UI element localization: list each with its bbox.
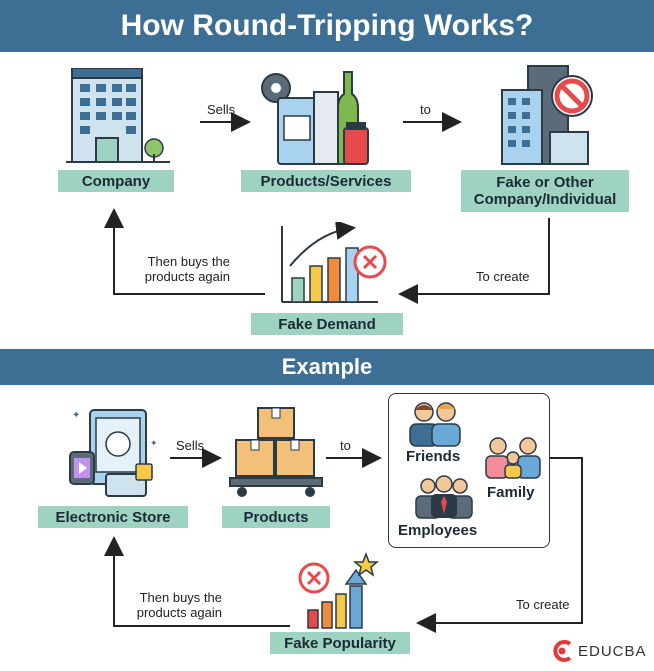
electronic-store-label: Electronic Store xyxy=(38,506,188,528)
sells-text: Sells xyxy=(207,102,236,117)
to-text-2: to xyxy=(340,438,351,453)
products-services-label: Products/Services xyxy=(241,170,411,192)
company-label: Company xyxy=(58,170,174,192)
svg-text:✦: ✦ xyxy=(150,439,158,449)
then-buys-arrow xyxy=(104,208,265,295)
fake-popularity-label: Fake Popularity xyxy=(270,632,410,654)
sells-text-2: Sells xyxy=(176,438,205,453)
banned-building-icon xyxy=(501,65,593,165)
employees-icon xyxy=(415,475,473,519)
popularity-chart-icon xyxy=(298,552,380,629)
educba-logo-icon xyxy=(553,640,572,662)
products-icon xyxy=(261,71,369,165)
to-text: to xyxy=(420,102,431,117)
friends-icon xyxy=(409,402,461,447)
employees-label: Employees xyxy=(398,522,478,539)
then-buys-arrow-2 xyxy=(104,536,290,627)
svg-text:✦: ✦ xyxy=(72,410,80,421)
educba-logo: EDUCBA xyxy=(552,640,647,662)
page-title: How Round-Tripping Works? xyxy=(0,0,654,52)
to-create-text-2: To create xyxy=(516,597,570,612)
building-icon xyxy=(66,68,170,163)
family-icon xyxy=(485,437,541,479)
to-create-arrow xyxy=(398,218,550,304)
electronics-icon: ✦ ✦ xyxy=(69,409,158,497)
fake-demand-label: Fake Demand xyxy=(251,313,403,335)
to-create-text: To create xyxy=(476,269,530,284)
then-buys-text-2: Then buys the products again xyxy=(136,590,222,620)
to-create-arrow-2 xyxy=(416,457,583,633)
example-heading: Example xyxy=(0,349,654,385)
chart-cancel-icon xyxy=(281,222,387,303)
family-label: Family xyxy=(487,484,535,501)
then-buys-text: Then buys the products again xyxy=(144,254,230,284)
recipients-group xyxy=(388,393,550,548)
boxes-icon xyxy=(229,407,323,497)
products-label: Products xyxy=(222,506,330,528)
educba-logo-text: EDUCBA xyxy=(578,642,647,660)
fake-company-label: Fake or Other Company/Individual xyxy=(461,170,629,212)
friends-label: Friends xyxy=(406,448,461,465)
